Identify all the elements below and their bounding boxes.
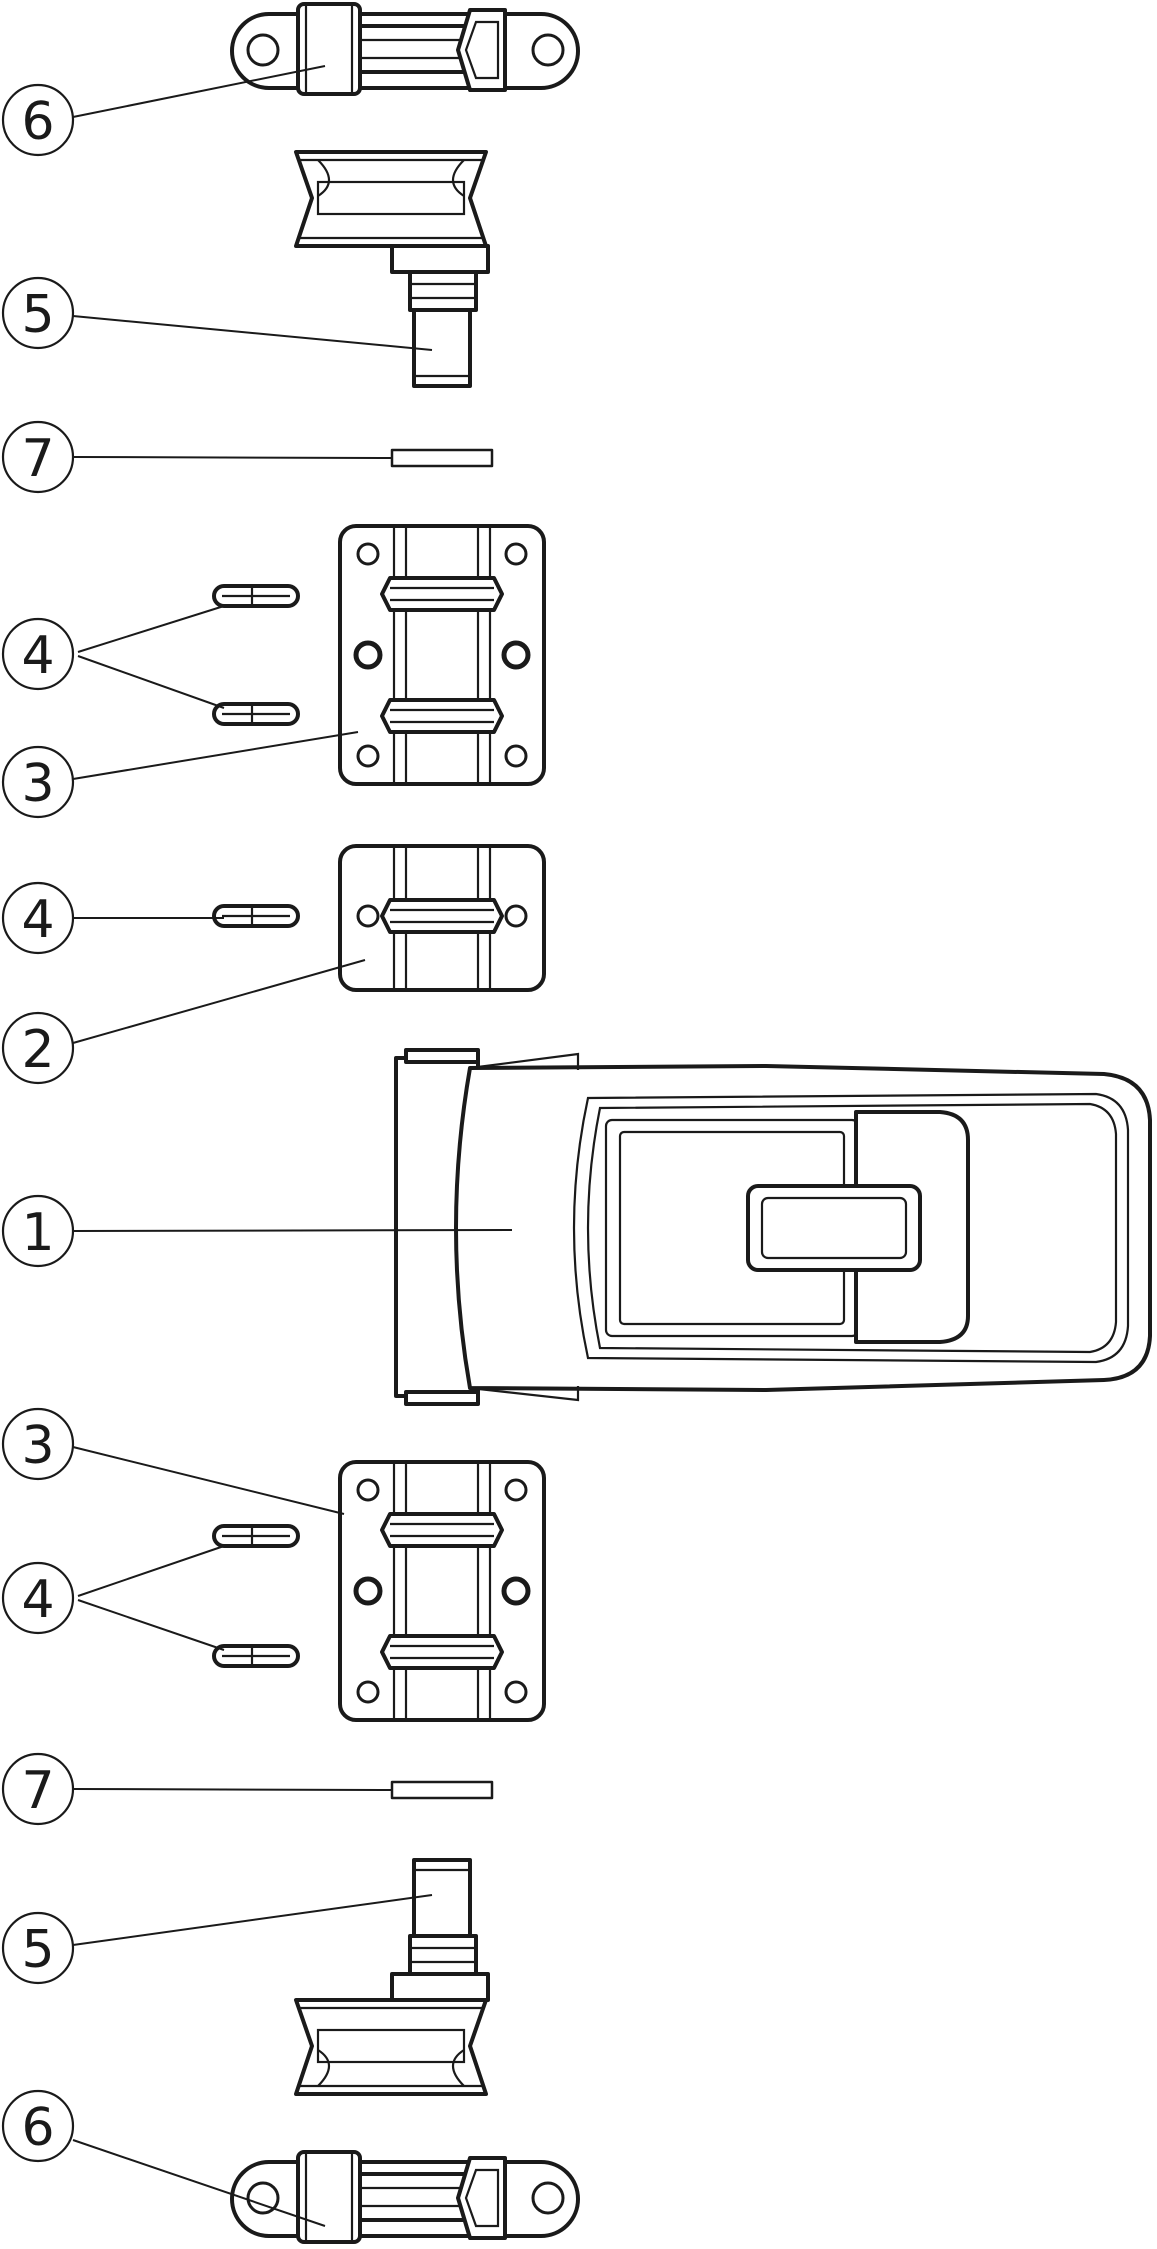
part-4-clip-b: [212, 702, 300, 726]
callout-2: 2: [1, 1011, 75, 1085]
callout-label: 7: [21, 1761, 54, 1821]
part-4-clip-e: [212, 1644, 300, 1668]
callout-label: 6: [21, 92, 54, 152]
part-5-bottom: [390, 1858, 490, 2002]
callout-label: 3: [21, 754, 54, 814]
part-4-clip-a: [212, 584, 300, 608]
callout-label: 1: [21, 1203, 54, 1263]
callout-4-b: 4: [1, 881, 75, 955]
part-7-top: [390, 448, 494, 468]
callout-3-top: 3: [1, 745, 75, 819]
callout-label: 2: [21, 1020, 54, 1080]
callout-1: 1: [1, 1194, 75, 1268]
callout-7-top: 7: [1, 420, 75, 494]
leader-lines: [72, 65, 513, 2227]
spool-top: [294, 150, 488, 248]
part-4-clip-d: [212, 1524, 300, 1548]
callout-label: 3: [21, 1416, 54, 1476]
callout-6-top: 6: [1, 83, 75, 157]
callout-label: 5: [21, 285, 54, 345]
callout-label: 6: [21, 2098, 54, 2158]
part-6-bottom: [230, 2150, 580, 2244]
callout-label: 7: [21, 429, 54, 489]
callout-3-bottom: 3: [1, 1407, 75, 1481]
part-3-top: [338, 524, 546, 786]
callout-6-bottom: 6: [1, 2089, 75, 2163]
part-1-latch-body: [394, 1048, 1152, 1406]
callout-4-a: 4: [1, 617, 75, 691]
callout-4-c: 4: [1, 1561, 75, 1635]
callout-label: 4: [21, 890, 54, 950]
callout-5-top: 5: [1, 276, 75, 350]
part-3-bottom: [338, 1460, 546, 1722]
callout-7-bottom: 7: [1, 1752, 75, 1826]
callout-5-bottom: 5: [1, 1911, 75, 1985]
part-4-clip-c: [212, 904, 300, 928]
part-5-top: [390, 244, 490, 388]
part-6-top: [230, 2, 580, 96]
callout-label: 5: [21, 1920, 54, 1980]
spool-bottom: [294, 1998, 488, 2096]
part-2: [338, 844, 546, 992]
callout-label: 4: [21, 1570, 54, 1630]
callout-label: 4: [21, 626, 54, 686]
part-7-bottom: [390, 1780, 494, 1800]
